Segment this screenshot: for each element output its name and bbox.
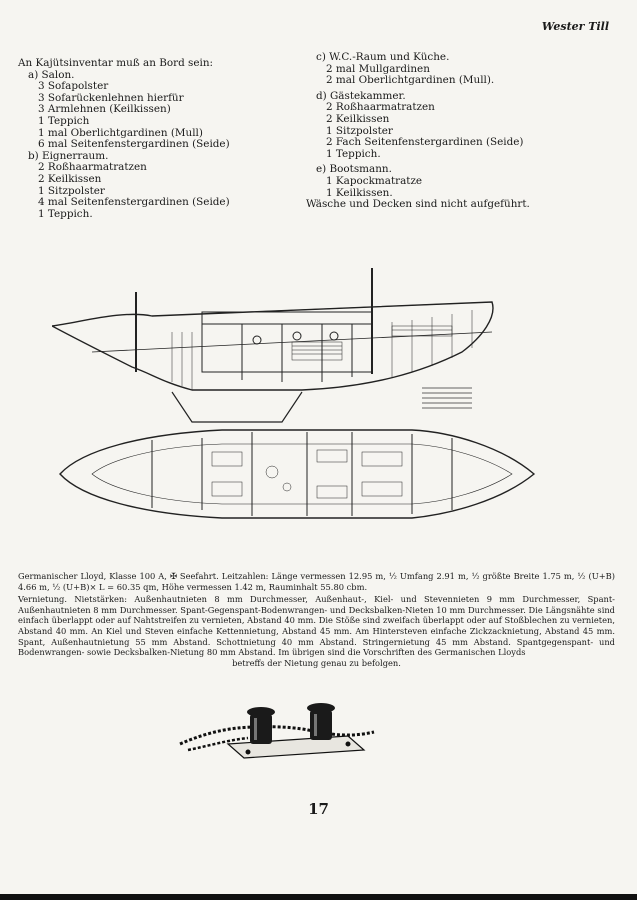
bollard-posts xyxy=(247,703,335,744)
list-item: 2 Fach Seitenfenstergardinen (Seide) xyxy=(326,136,524,149)
list-item: 1 Teppich. xyxy=(326,147,381,160)
bollard-rope-illustration xyxy=(179,703,375,759)
list-item: 1 Teppich. xyxy=(38,207,93,220)
list-item: 2 mal Oberlichtgardinen (Mull). xyxy=(326,74,495,87)
page-number: 17 xyxy=(308,800,329,818)
inventory-right-column: c) W.C.-Raum und Küche. 2 mal Mullgardin… xyxy=(306,51,606,211)
caption-riveting: Vernietung. Nietstärken: Außenhautnieten… xyxy=(18,594,615,658)
ship-deck-plan-view xyxy=(59,429,536,519)
list-item: 6 mal Seitenfenstergardinen (Seide) xyxy=(38,138,230,151)
caption-classification: Germanischer Lloyd, Klasse 100 A, ✠ Seef… xyxy=(18,571,615,592)
list-item: 3 Armlehnen (Keilkissen) xyxy=(38,103,171,116)
inventory-note: Wäsche und Decken sind nicht aufgeführt. xyxy=(306,198,530,211)
list-item: 2 Keilkissen xyxy=(38,172,102,185)
list-item: 4 mal Seitenfenstergardinen (Seide) xyxy=(38,196,230,209)
drawing-legend-lines xyxy=(422,387,472,409)
section-title-wc: c) W.C.-Raum und Küche. xyxy=(316,51,450,63)
running-header: Wester Till xyxy=(541,20,609,33)
list-item: 1 mal Oberlichtgardinen (Mull) xyxy=(38,126,203,139)
section-title-bootsmann: e) Bootsmann. xyxy=(316,163,392,176)
inventory-intro: An Kajütsinventar muß an Bord sein: xyxy=(18,57,214,69)
section-title-salon: a) Salon. xyxy=(28,68,75,81)
list-item: 2 Roßhaarmatratzen xyxy=(326,101,435,114)
technical-caption: Germanischer Lloyd, Klasse 100 A, ✠ Seef… xyxy=(18,571,615,668)
list-item: 1 Keilkissen. xyxy=(326,186,393,199)
list-item: 3 Sofapolster xyxy=(38,80,109,93)
list-item: 1 Sitzpolster xyxy=(38,184,105,197)
list-item: 2 Roßhaarmatratzen xyxy=(38,161,147,174)
ship-profile-view xyxy=(52,268,494,423)
list-item: 1 Sitzpolster xyxy=(326,124,393,137)
list-item: 3 Sofarückenlehnen hierfür xyxy=(38,91,184,104)
caption-riveting-end: betreffs der Nietung genau zu befolgen. xyxy=(232,657,401,668)
list-item: 1 Teppich xyxy=(38,114,90,127)
ship-plan-drawing xyxy=(52,268,536,519)
section-title-gaestekammer: d) Gästekammer. xyxy=(316,89,406,102)
inventory-left-column: An Kajütsinventar muß an Bord sein: a) S… xyxy=(18,57,298,220)
scan-edge-bar xyxy=(0,894,637,900)
list-item: 2 mal Mullgardinen xyxy=(326,62,430,75)
list-item: 2 Keilkissen xyxy=(326,112,390,125)
section-title-eignerraum: b) Eignerraum. xyxy=(28,149,109,162)
list-item: 1 Kapockmatratze xyxy=(326,174,423,187)
